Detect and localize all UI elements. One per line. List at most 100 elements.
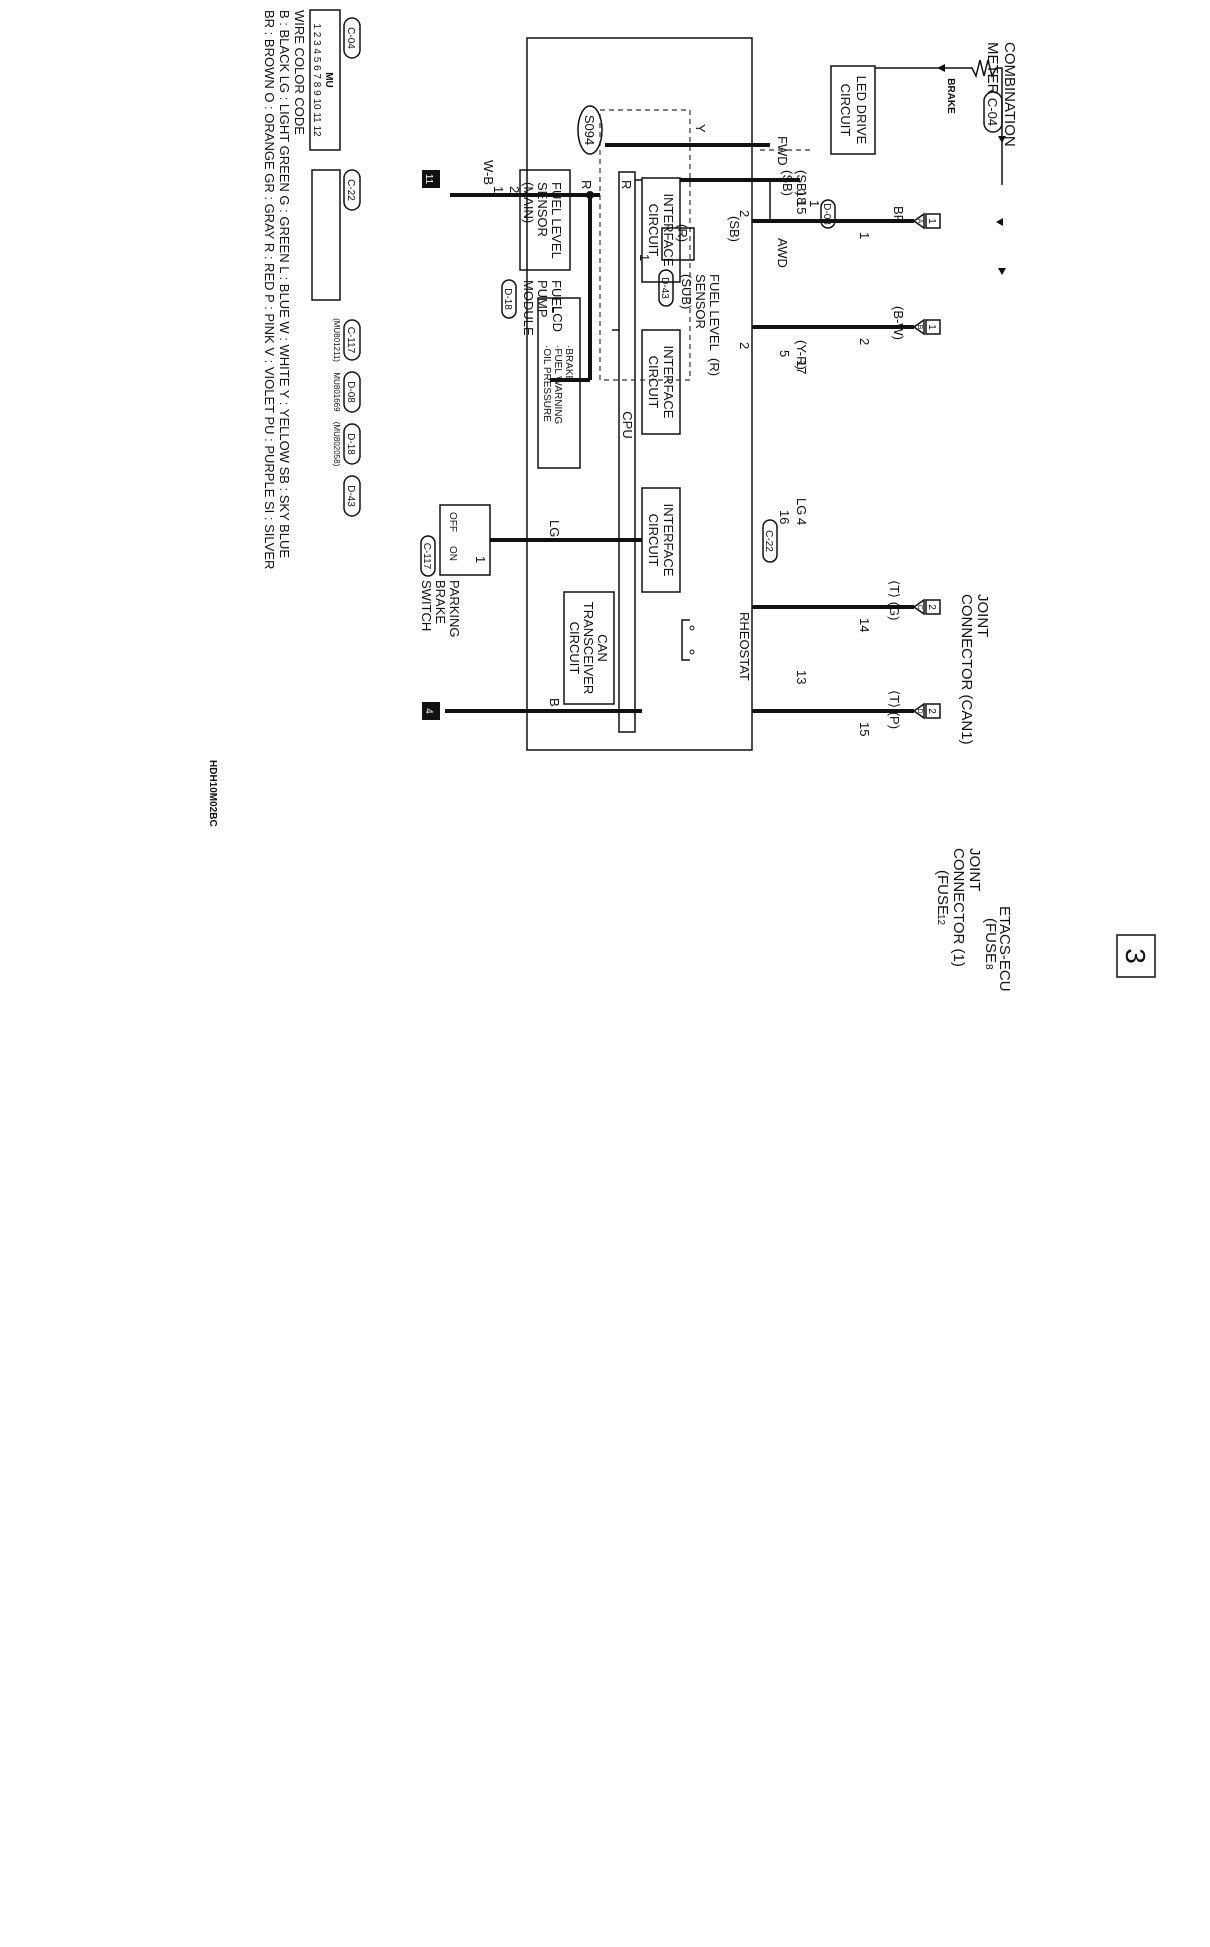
sub-line2: SENSOR (693, 274, 708, 329)
d08-pin-1: 1 (807, 200, 822, 207)
fuel-pump-module-box (519, 169, 571, 271)
d18-part: (MU802058) (332, 422, 341, 467)
wire-label-r1: R (579, 180, 594, 189)
page-number: 3 (1120, 948, 1151, 964)
wire-label-r-sub: (R) (675, 224, 690, 242)
rotated-diagram: 3 COMBINATION METER C-04 LED DRIVE CIRCU… (207, 9, 1156, 992)
c22-diagram-label: C-22 (345, 179, 356, 201)
d18-label: D-18 (502, 288, 513, 310)
jointcan-line2: CONNECTOR (CAN1) (958, 594, 975, 745)
lcd-box (537, 297, 581, 469)
wire-label-lg-switch: LG (547, 520, 562, 537)
d18-diagram-badge (343, 423, 361, 465)
ref-can-p-page: 2 (926, 708, 937, 714)
cpu-bar (618, 171, 636, 733)
cpu-label: CPU (620, 411, 635, 438)
pin-13: 13 (794, 670, 809, 684)
rheostat-switch (681, 619, 690, 661)
park-line3: SWITCH (419, 580, 434, 631)
switch-on: ON (447, 546, 458, 561)
d18-diagram-label: D-18 (345, 433, 356, 455)
meter-name-line1: COMBINATION (1001, 42, 1018, 147)
switch-off: OFF (447, 512, 458, 532)
diode-icon-1 (998, 136, 1006, 143)
sub-line1: FUEL LEVEL (707, 274, 722, 351)
fuel-sub-sensor-box (661, 227, 695, 261)
d08-pin-16: 16 (777, 510, 792, 524)
d43-badge (658, 269, 674, 307)
jointcan-line1: JOINT (974, 594, 991, 637)
ref-etacs-page: 1 (926, 218, 937, 224)
joint1-fuse: 12 (935, 914, 946, 926)
ground-11-badge (422, 170, 440, 188)
pin-4: 4 (794, 518, 809, 525)
pin-18: 18 (794, 190, 809, 204)
d08-label: D-08 (821, 203, 832, 225)
wire-label-sb: (SB) (794, 170, 809, 196)
joint1-line3: (FUSE (934, 870, 951, 915)
wire-label-br: BR (891, 206, 906, 224)
pin-2: 2 (857, 338, 872, 345)
park-line1: PARKING (447, 580, 462, 638)
d43-diagram-badge (343, 475, 361, 517)
d08-diagram-badge (343, 371, 361, 413)
interface-1-line2: CIRCUIT (646, 204, 661, 257)
wire-label-y-r: (Y-R) (794, 340, 809, 370)
wire-label-can-g: ⟨T⟩ (G) (887, 580, 902, 620)
pump-line3: MODULE (521, 280, 536, 336)
ground-4-label: 4 (423, 708, 434, 714)
led-drive-box (830, 65, 876, 155)
wire-label-can-p: ⟨T⟩ (P) (887, 690, 902, 729)
pin-17: 17 (794, 360, 809, 374)
wire-label-sb-d08: (SB) (780, 170, 795, 196)
pin-1: 1 (857, 232, 872, 239)
lcd-item-brake: ·BRAKE (563, 345, 574, 383)
c117-badge (420, 535, 436, 577)
diode-icon-3 (996, 218, 1003, 226)
d08-part: MU801669 (332, 372, 341, 412)
ref-can-g-page: 2 (926, 604, 937, 610)
ref-letter-a: A (916, 219, 923, 224)
interface-3-line1: INTERFACE (661, 504, 676, 577)
c117-label: C-117 (421, 543, 432, 570)
switch-pin-1: 1 (473, 556, 488, 563)
fwd-pin-2: 2 (737, 342, 752, 349)
main-line2: SENSOR (535, 182, 550, 237)
d43-diagram-label: D-43 (345, 485, 356, 507)
fwd-label: FWD (775, 136, 790, 166)
sub-pin-1: 1 (637, 254, 652, 261)
wire-label-y: Y (693, 124, 708, 133)
legend-title: WIRE COLOR CODE (292, 10, 307, 135)
d18-badge (501, 279, 517, 319)
pin-14: 14 (857, 618, 872, 632)
d08-pin-5: 5 (777, 350, 792, 357)
diode-icon-2 (998, 268, 1006, 275)
pump-line2: PUMP (535, 280, 550, 318)
wire-label-sb-inner: (SB) (727, 216, 742, 242)
ground-11-label: 11 (423, 174, 434, 185)
interface-2-line1: INTERFACE (661, 346, 676, 419)
c04-badge (343, 17, 361, 59)
d08-pin-15: 15 (794, 200, 809, 214)
meter-connector: C-04 (985, 98, 1000, 126)
wire-label-b: B (547, 698, 562, 707)
c04-face (309, 9, 341, 151)
page-number-box (1116, 934, 1156, 978)
interface-3-line2: CIRCUIT (646, 514, 661, 567)
d43-label: D-43 (659, 277, 670, 299)
interface-1-line1: INTERFACE (661, 194, 676, 267)
main-pin-2: 2 (507, 186, 522, 193)
c04-mu: MU (323, 72, 334, 88)
d08-diagram-label: D-08 (345, 381, 356, 403)
combination-meter-box (526, 37, 753, 751)
lcd-label: LCD (550, 306, 565, 332)
park-line2: BRAKE (433, 580, 448, 624)
ref-letter-c: C (916, 604, 923, 609)
ref-letter-b: B (916, 325, 923, 330)
c117-diagram-label: C-117 (345, 327, 356, 354)
c117-part: (MU801211) (332, 318, 341, 362)
ref-letter-d: D (916, 708, 923, 713)
wire-label-b-w: (B-W) (891, 306, 906, 340)
legend-row1: B : BLACK LG : LIGHT GREEN G : GREEN L :… (277, 10, 292, 558)
interface-2-line2: CIRCUIT (646, 356, 661, 409)
